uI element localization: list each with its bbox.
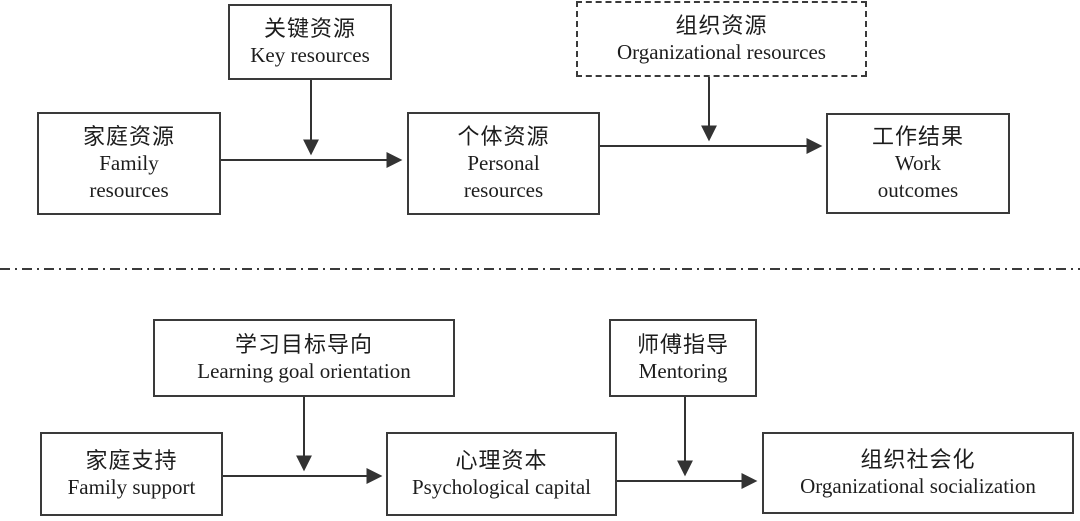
node-family-support: 家庭支持 Family support: [40, 432, 223, 516]
node-work-outcomes-label-en: Work outcomes: [877, 151, 959, 202]
node-psychological-capital-label-en: Psychological capital: [411, 475, 592, 499]
node-personal-resources: 个体资源 Personal resources: [407, 112, 600, 215]
node-key-resources-label-zh: 关键资源: [263, 16, 356, 41]
node-personal-resources-label-zh: 个体资源: [457, 124, 550, 149]
node-work-outcomes-label-zh: 工作结果: [871, 124, 964, 149]
node-work-outcomes: 工作结果 Work outcomes: [826, 113, 1010, 214]
node-organizational-resources-label-en: Organizational resources: [617, 40, 826, 64]
node-mentoring-label-en: Mentoring: [638, 359, 728, 383]
node-learning-goal-orientation-label-en: Learning goal orientation: [197, 359, 411, 383]
node-family-resources-label-zh: 家庭资源: [82, 124, 175, 149]
node-organizational-socialization: 组织社会化 Organizational socialization: [762, 432, 1074, 514]
node-psychological-capital: 心理资本 Psychological capital: [386, 432, 617, 516]
node-family-support-label-zh: 家庭支持: [85, 448, 178, 473]
node-key-resources-label-en: Key resources: [250, 43, 370, 67]
node-learning-goal-orientation: 学习目标导向 Learning goal orientation: [153, 319, 455, 397]
node-organizational-resources: 组织资源 Organizational resources: [576, 1, 867, 77]
node-mentoring: 师傅指导 Mentoring: [609, 319, 757, 397]
node-family-support-label-en: Family support: [67, 475, 196, 499]
node-organizational-socialization-label-zh: 组织社会化: [860, 447, 976, 472]
node-family-resources-label-en: Family resources: [89, 151, 169, 202]
node-key-resources: 关键资源 Key resources: [228, 4, 392, 80]
node-organizational-socialization-label-en: Organizational socialization: [800, 474, 1036, 498]
node-psychological-capital-label-zh: 心理资本: [455, 448, 548, 473]
node-learning-goal-orientation-label-zh: 学习目标导向: [234, 332, 373, 357]
node-mentoring-label-zh: 师傅指导: [636, 332, 729, 357]
node-personal-resources-label-en: Personal resources: [463, 151, 544, 202]
node-family-resources: 家庭资源 Family resources: [37, 112, 221, 215]
node-organizational-resources-label-zh: 组织资源: [675, 13, 768, 38]
